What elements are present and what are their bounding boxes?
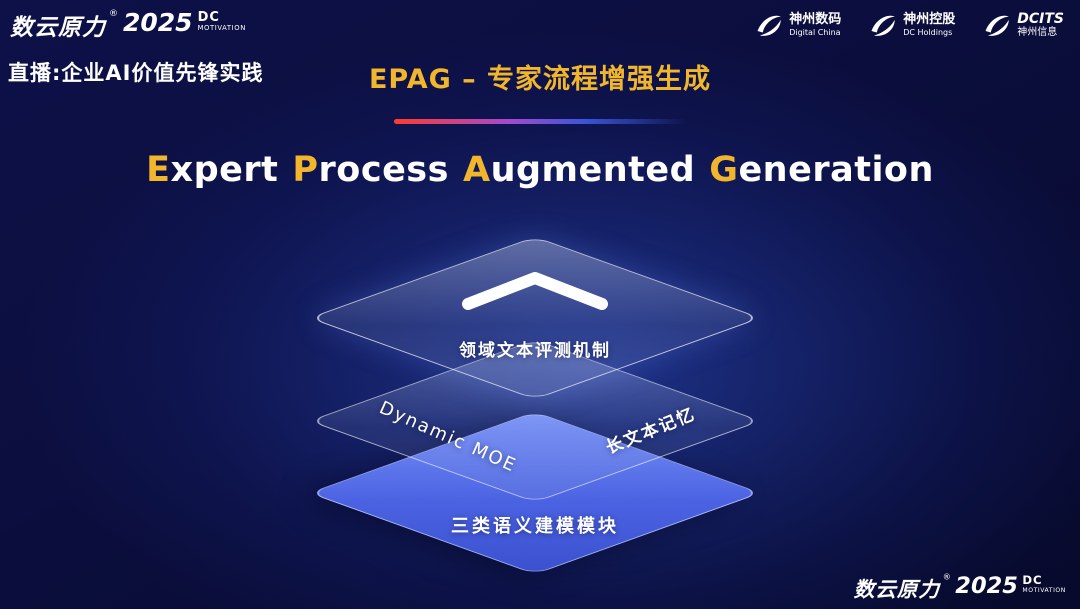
logo-line2: 神州信息: [1017, 27, 1058, 39]
corner-logos: 神州数码 Digital China 神州控股 DC Holdings DCIT…: [753, 10, 1064, 40]
title-lead-letter: E: [146, 150, 171, 190]
layer-label-semantic-modules: 三类语义建模模块: [451, 516, 619, 537]
logo-line1: 神州数码: [789, 11, 842, 27]
brand-year: 2025: [123, 8, 193, 37]
brand-motivation: MOTIVATION: [1022, 586, 1066, 594]
chevron-up-icon: [462, 272, 608, 310]
layer-label-evaluation: 领域文本评测机制: [459, 341, 611, 361]
logo-text: 神州数码 Digital China: [789, 11, 842, 37]
brand-motivation: MOTIVATION: [197, 23, 246, 32]
brand-registered-mark: ®: [942, 573, 951, 583]
brand-year: 2025: [955, 572, 1019, 599]
title-lead-letter: P: [292, 150, 319, 190]
logo-line2: Digital China: [789, 27, 841, 37]
digital-china-logo-icon: [757, 15, 781, 36]
title-word: Augmented: [463, 150, 695, 190]
brand-subtext: DC MOTIVATION: [1023, 575, 1066, 594]
title-word-rest: xpert: [170, 150, 279, 190]
title-word-rest: rocess: [318, 150, 449, 190]
title-lead-letter: G: [709, 150, 739, 190]
title-word-rest: ugmented: [490, 150, 696, 190]
brand-subtext: DC MOTIVATION: [198, 11, 246, 32]
dcits-logo: DCITS 神州信息: [981, 10, 1064, 40]
brand-name: 数云原力: [10, 15, 106, 41]
dcits-logo-icon: [985, 15, 1009, 36]
brand-dc: DC: [197, 10, 220, 25]
dc-holdings-logo-icon: [871, 15, 895, 36]
title-word: Generation: [709, 150, 934, 190]
stack-layer-top: [308, 236, 762, 400]
gradient-divider: [394, 119, 686, 124]
logo-line1: DCITS: [1017, 11, 1064, 28]
brand-dc: DC: [1022, 574, 1043, 588]
logo-line1: 神州控股: [903, 11, 956, 27]
logo-line2: DC Holdings: [903, 27, 953, 37]
title-word: Process: [292, 150, 449, 190]
brand-logo-bottom-right: 数云原力 ® 2025 DC MOTIVATION: [854, 572, 1066, 603]
logo-text: 神州控股 DC Holdings: [903, 11, 956, 37]
title-lead-letter: A: [462, 150, 491, 190]
slide-title: EPAG – 专家流程增强生成: [368, 64, 712, 95]
brand-name: 数云原力: [853, 578, 941, 603]
brand-logo-top-left: 数云原力 ® 2025 DC MOTIVATION: [10, 8, 246, 42]
title-word: Expert: [146, 150, 278, 190]
digital-china-logo: 神州数码 Digital China: [753, 10, 841, 40]
logo-text: DCITS 神州信息: [1017, 11, 1064, 39]
live-stream-label: 直播:企业AI价值先锋实践: [8, 61, 264, 85]
title-word-rest: eneration: [738, 150, 934, 190]
page-title: Expert Process Augmented Generation: [0, 150, 1080, 190]
brand-registered-mark: ®: [109, 9, 118, 19]
dc-holdings-logo: 神州控股 DC Holdings: [867, 10, 955, 40]
